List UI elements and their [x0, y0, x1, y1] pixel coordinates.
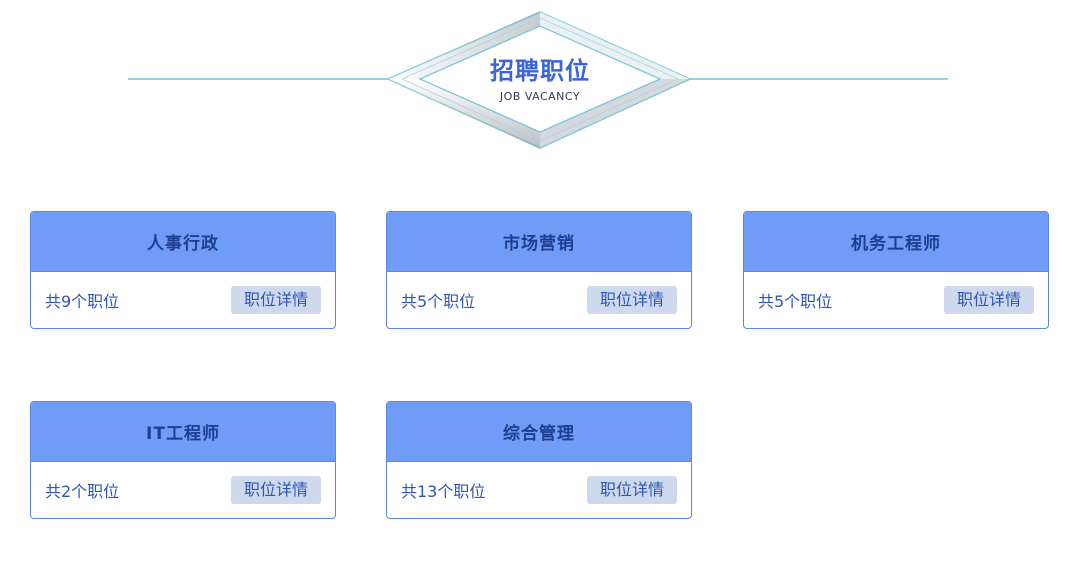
section-header: 招聘职位 JOB VACANCY [0, 0, 1080, 160]
card-body: 共13个职位 职位详情 [387, 462, 691, 518]
card-header: 市场营销 [387, 212, 691, 272]
category-card-general-management: 综合管理 共13个职位 职位详情 [386, 401, 692, 519]
card-body: 共5个职位 职位详情 [387, 272, 691, 328]
card-title: IT工程师 [146, 424, 220, 444]
position-details-button[interactable]: 职位详情 [586, 286, 677, 314]
position-count: 共2个职位 [45, 482, 120, 501]
category-card-marketing: 市场营销 共5个职位 职位详情 [386, 211, 692, 329]
page-title: 招聘职位 [490, 57, 590, 85]
position-count: 共5个职位 [401, 292, 476, 311]
card-body: 共2个职位 职位详情 [31, 462, 335, 518]
card-header: IT工程师 [31, 402, 335, 462]
category-card-it-engineer: IT工程师 共2个职位 职位详情 [30, 401, 336, 519]
position-details-button[interactable]: 职位详情 [230, 286, 321, 314]
card-header: 综合管理 [387, 402, 691, 462]
category-card-maintenance-engineer: 机务工程师 共5个职位 职位详情 [743, 211, 1049, 329]
card-title: 市场营销 [503, 234, 575, 254]
category-card-hr-admin: 人事行政 共9个职位 职位详情 [30, 211, 336, 329]
page-subtitle: JOB VACANCY [499, 90, 581, 103]
position-details-button[interactable]: 职位详情 [230, 476, 321, 504]
diamond-emblem-icon [128, 11, 948, 149]
position-count: 共5个职位 [758, 292, 833, 311]
card-title: 综合管理 [503, 424, 575, 444]
position-details-button[interactable]: 职位详情 [586, 476, 677, 504]
card-header: 机务工程师 [744, 212, 1048, 272]
card-body: 共5个职位 职位详情 [744, 272, 1048, 328]
card-header: 人事行政 [31, 212, 335, 272]
position-details-button[interactable]: 职位详情 [943, 286, 1034, 314]
card-title: 人事行政 [147, 234, 219, 254]
position-count: 共13个职位 [401, 482, 486, 501]
card-body: 共9个职位 职位详情 [31, 272, 335, 328]
position-count: 共9个职位 [45, 292, 120, 311]
card-title: 机务工程师 [851, 234, 941, 254]
